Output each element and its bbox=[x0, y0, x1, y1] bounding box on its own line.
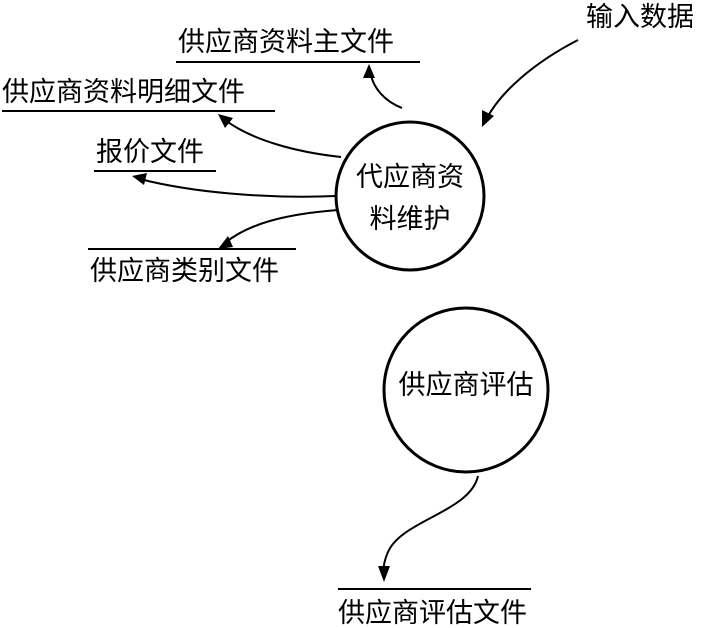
process-maintain-line-2: 料维护 bbox=[370, 204, 451, 235]
flow-to-evaluation bbox=[378, 475, 479, 582]
arrowhead bbox=[218, 236, 233, 249]
flow-to-quote bbox=[132, 173, 337, 198]
arrowhead bbox=[363, 64, 375, 78]
flow-to-detail bbox=[218, 114, 342, 158]
data-store-quote: 报价文件 bbox=[94, 137, 216, 172]
flow-to-master bbox=[363, 64, 403, 109]
process-maintain-line-1: 代应商资 bbox=[356, 162, 464, 193]
arrowhead bbox=[378, 566, 390, 582]
data-store-master-label: 供应商资料主文件 bbox=[178, 27, 394, 58]
data-store-evaluation-label: 供应商评估文件 bbox=[338, 598, 527, 628]
data-store-master: 供应商资料主文件 bbox=[176, 27, 420, 63]
data-store-detail: 供应商资料明细文件 bbox=[2, 77, 275, 112]
process-evaluate: 供应商评估 bbox=[382, 306, 550, 474]
flow-input-to-maintain bbox=[482, 39, 579, 127]
arrowhead bbox=[132, 173, 147, 185]
data-store-category: 供应商类别文件 bbox=[88, 248, 296, 287]
process-maintain-circle bbox=[334, 120, 486, 272]
data-store-evaluation: 供应商评估文件 bbox=[338, 588, 531, 628]
process-maintain: 代应商资 料维护 bbox=[334, 120, 486, 272]
input-data-label: 输入数据 bbox=[586, 2, 694, 33]
data-store-detail-label: 供应商资料明细文件 bbox=[2, 77, 245, 108]
data-store-quote-label: 报价文件 bbox=[96, 137, 204, 168]
process-evaluate-line-1: 供应商评估 bbox=[399, 370, 534, 401]
process-evaluate-circle bbox=[382, 306, 550, 474]
arrowhead bbox=[218, 114, 233, 128]
arrowhead bbox=[482, 110, 494, 127]
data-store-category-label: 供应商类别文件 bbox=[90, 256, 279, 287]
flow-to-category bbox=[218, 209, 339, 249]
